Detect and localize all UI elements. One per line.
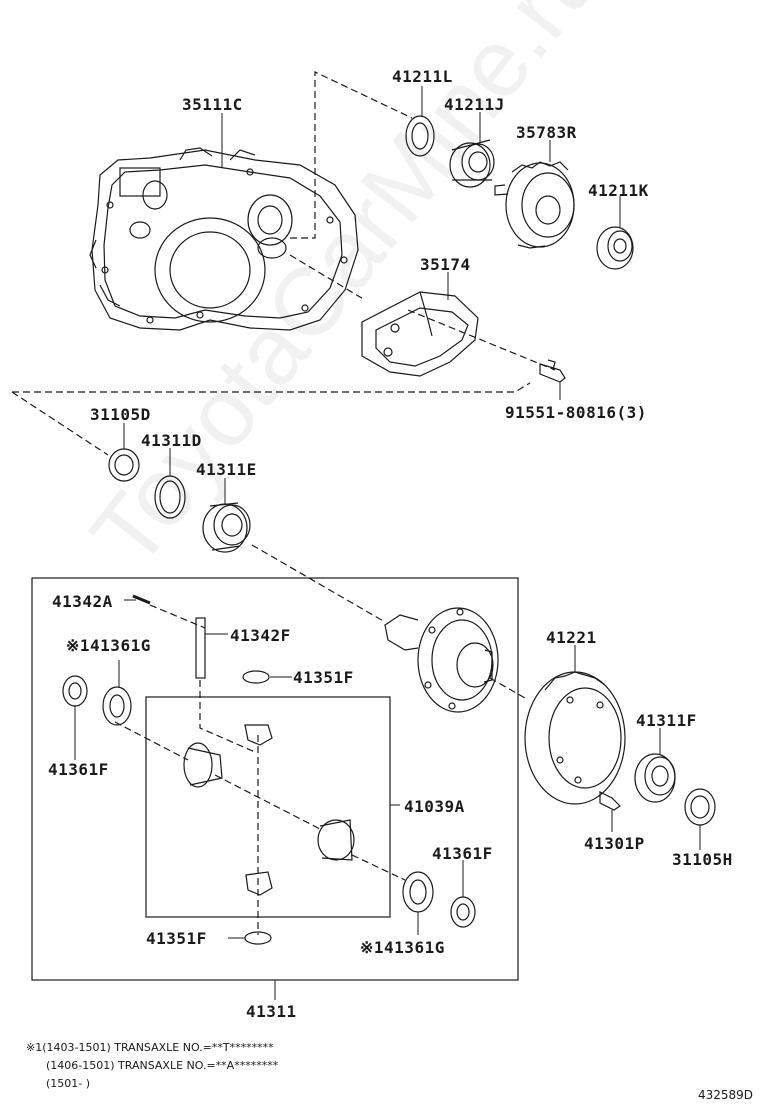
label-41039A[interactable]: 41039A — [404, 797, 465, 816]
bearing-41211K — [596, 226, 634, 270]
label-41361G-bottom[interactable]: ※141361G — [360, 938, 445, 957]
side-gear-right — [317, 819, 355, 861]
shaft-41342F — [195, 617, 206, 679]
seal-41211L — [405, 115, 435, 157]
label-35174[interactable]: 35174 — [420, 255, 471, 274]
label-41361F-left[interactable]: 41361F — [48, 760, 109, 779]
label-41211K[interactable]: 41211K — [588, 181, 649, 200]
label-91551-80816[interactable]: 91551-80816(3) — [505, 403, 647, 422]
label-41342F[interactable]: 41342F — [230, 626, 291, 645]
label-31105H[interactable]: 31105H — [672, 850, 733, 869]
ring-gear-41221 — [524, 671, 626, 805]
label-41211J[interactable]: 41211J — [444, 95, 505, 114]
shim-41361F-left — [62, 675, 88, 707]
leader-lines — [74, 86, 701, 1000]
shim-41311D — [154, 475, 186, 519]
label-41361F-right[interactable]: 41361F — [432, 844, 493, 863]
footnote-line-3: (1501- ) — [46, 1077, 91, 1090]
label-41311[interactable]: 41311 — [246, 1002, 297, 1021]
side-gear-left — [183, 742, 223, 788]
label-41351F-top[interactable]: 41351F — [293, 668, 354, 687]
shim-41361F-right — [450, 896, 476, 928]
pin-41342A — [132, 594, 151, 605]
transaxle-housing — [89, 147, 359, 331]
label-41221[interactable]: 41221 — [546, 628, 597, 647]
label-41361G-top[interactable]: ※141361G — [66, 636, 151, 655]
bearing-41311F — [634, 753, 676, 803]
diagram-code: 432589D — [698, 1088, 754, 1102]
label-41301P[interactable]: 41301P — [584, 834, 645, 853]
differential-case-41221 — [384, 607, 499, 713]
label-31105D[interactable]: 31105D — [90, 405, 151, 424]
label-41311D[interactable]: 41311D — [141, 431, 202, 450]
label-35783R[interactable]: 35783R — [516, 123, 577, 142]
label-41311E[interactable]: 41311E — [196, 460, 257, 479]
bearing-41311E — [202, 502, 251, 553]
footnote-line-2: (1406-1501) TRANSAXLE NO.=**A******** — [46, 1059, 279, 1072]
label-41211L[interactable]: 41211L — [392, 67, 453, 86]
label-41351F-bottom[interactable]: 41351F — [146, 929, 207, 948]
pinion-gear-bottom — [245, 871, 273, 896]
pinion-gear-top — [244, 724, 273, 746]
bearing-41211J — [449, 139, 495, 188]
washer-41361G-bottom — [402, 871, 434, 913]
gear-35783R — [494, 161, 575, 249]
seal-31105H — [684, 788, 716, 826]
seal-31105D — [108, 448, 140, 482]
bolt-41301P — [599, 791, 621, 811]
washer-41351F-top — [242, 670, 270, 684]
label-35111C[interactable]: 35111C — [182, 95, 243, 114]
assembly-frame-41039A — [145, 696, 391, 918]
label-41311F[interactable]: 41311F — [636, 711, 697, 730]
shield-35174 — [361, 291, 479, 377]
footnote-line-1: ※1(1403-1501) TRANSAXLE NO.=**T******** — [26, 1041, 274, 1054]
assembly-dashed-lines — [11, 71, 556, 935]
bolt-91551 — [539, 359, 566, 383]
washer-41361G-top — [102, 686, 132, 726]
label-41342A[interactable]: 41342A — [52, 592, 113, 611]
